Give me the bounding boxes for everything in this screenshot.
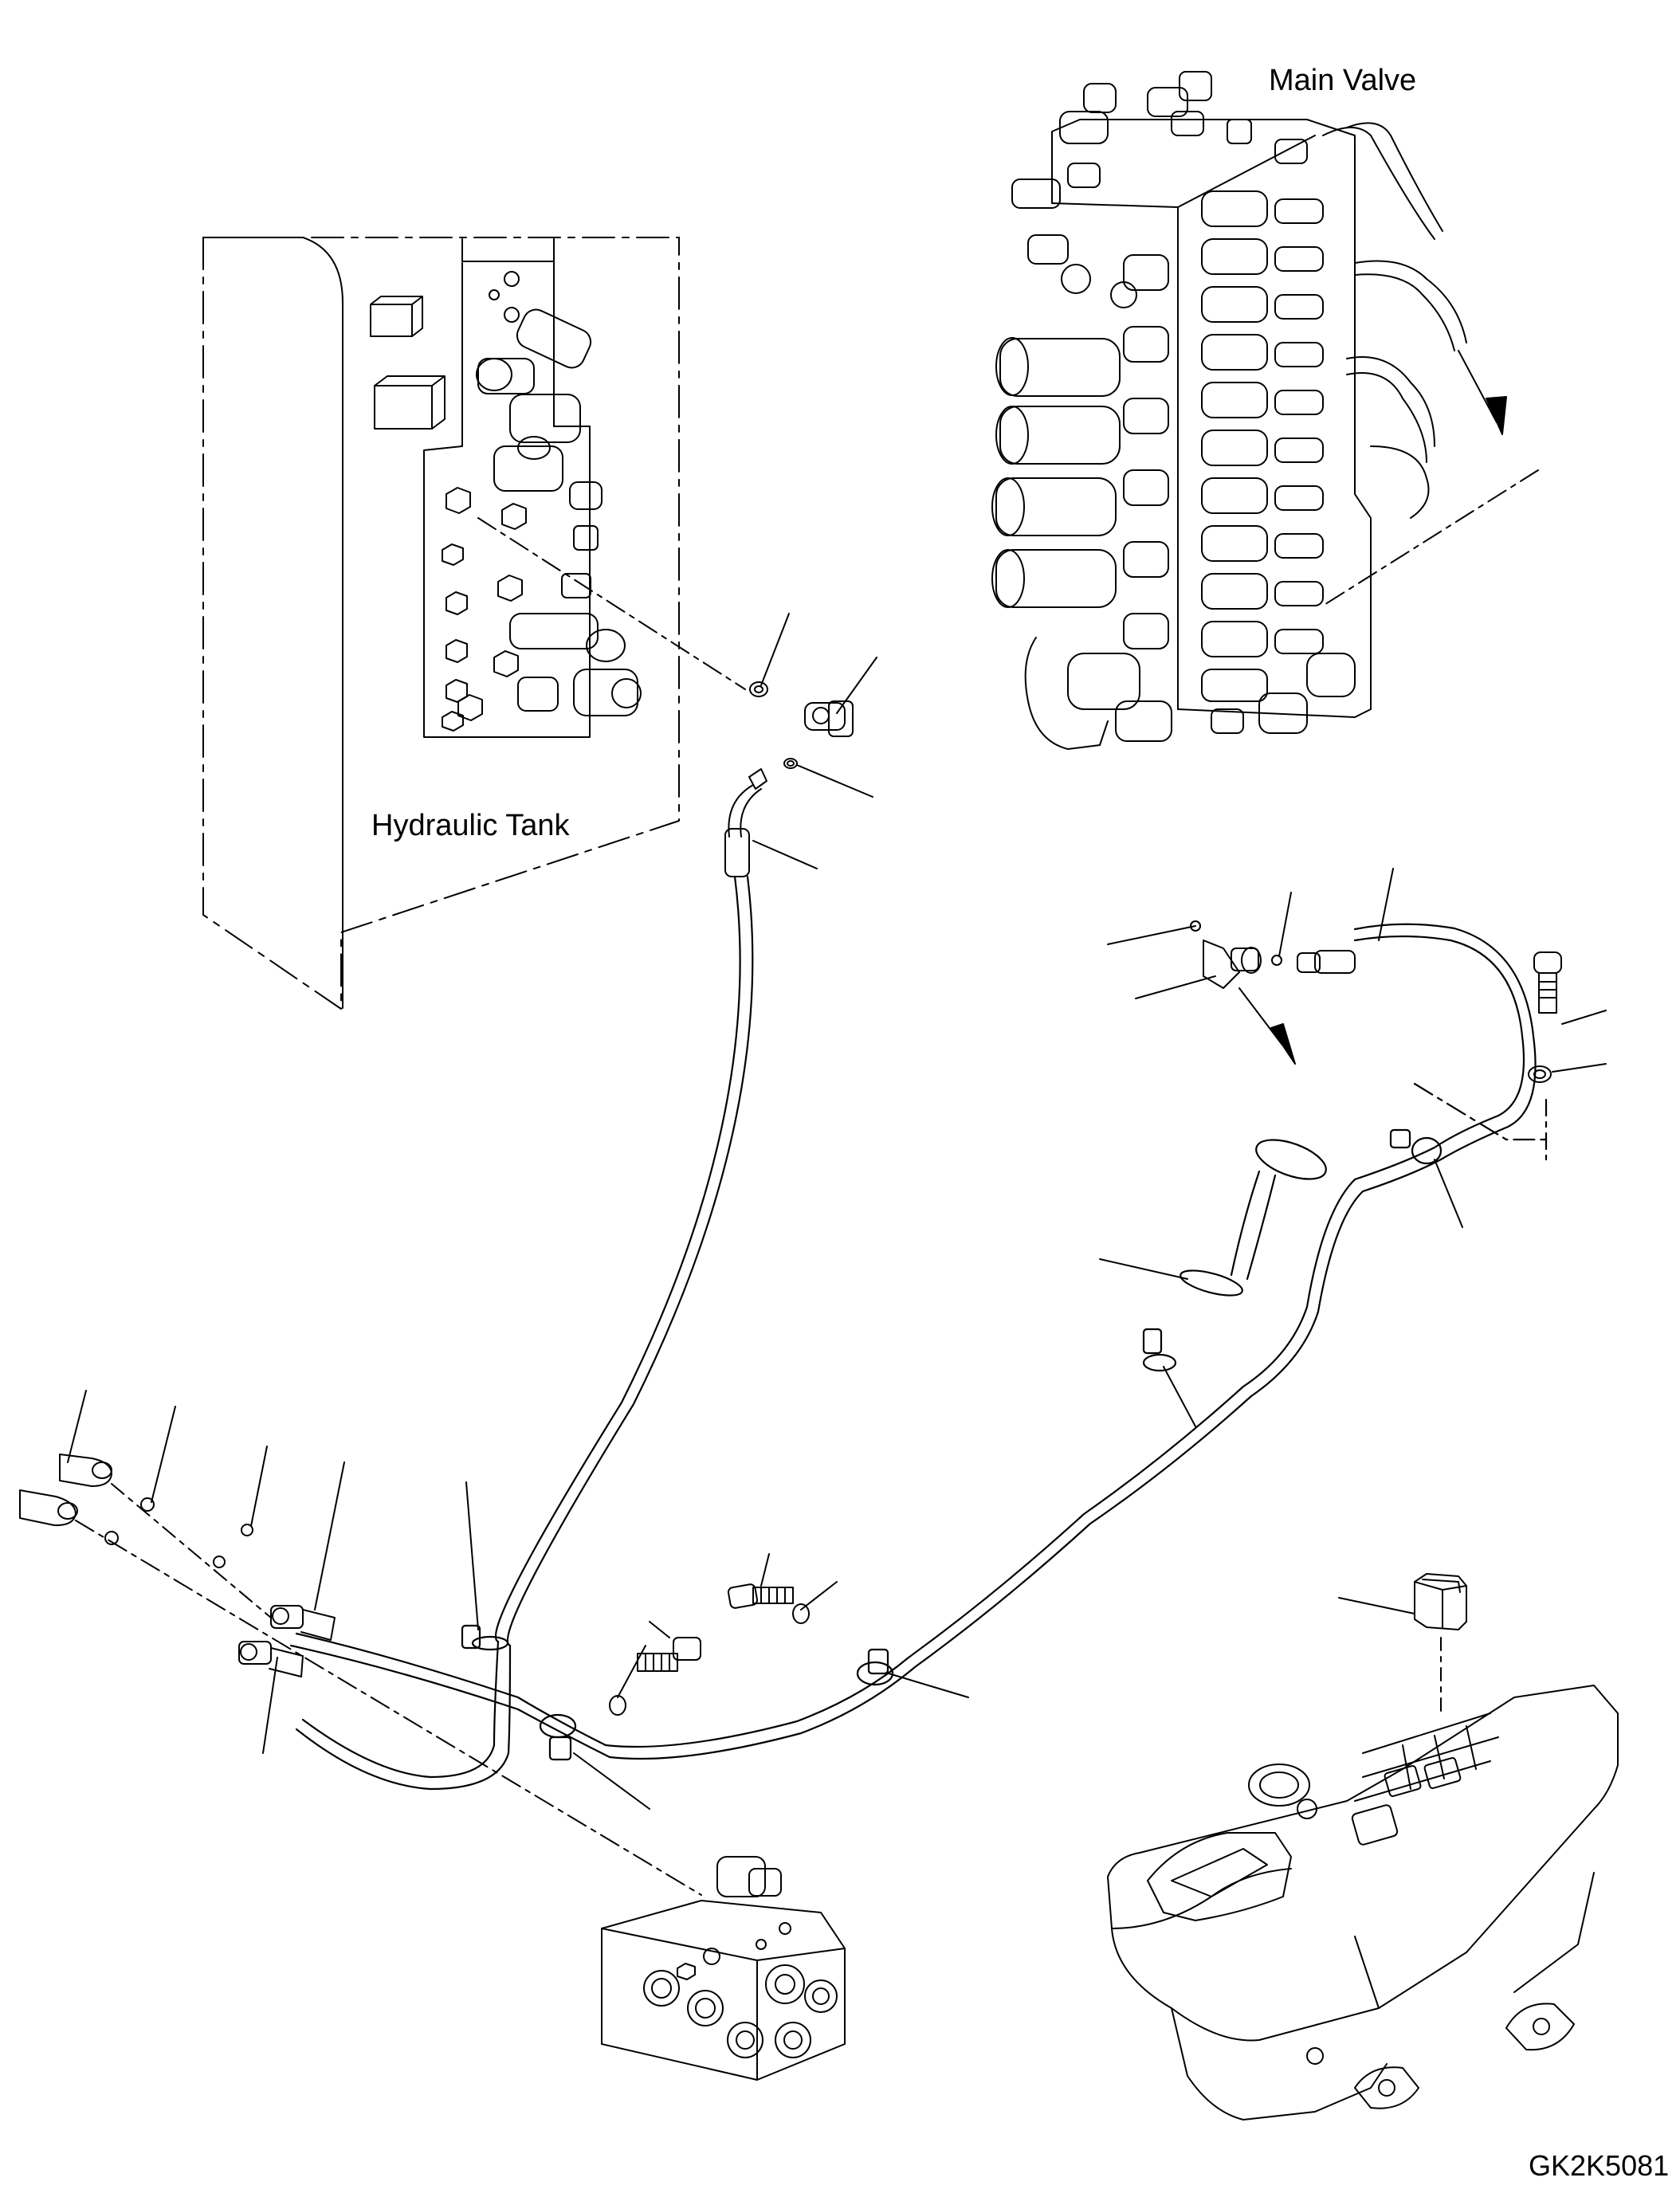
hydraulic-tank bbox=[203, 237, 745, 1009]
main-valve-label: Main Valve bbox=[1269, 64, 1417, 97]
tank-fittings bbox=[725, 682, 853, 877]
hose-tank bbox=[296, 877, 752, 1789]
pilot-valve-block bbox=[602, 1857, 845, 2080]
hydraulic-tank-label: Hydraulic Tank bbox=[371, 809, 570, 842]
callout-leaders bbox=[68, 614, 1606, 1809]
drawing-code: GK2K5081 bbox=[1529, 2149, 1670, 2182]
hose-ends-left bbox=[20, 1454, 701, 1895]
bolts bbox=[610, 1583, 809, 1715]
valve-fittings bbox=[1191, 921, 1561, 1082]
control-console bbox=[1108, 1574, 1618, 2120]
main-valve bbox=[992, 72, 1538, 749]
